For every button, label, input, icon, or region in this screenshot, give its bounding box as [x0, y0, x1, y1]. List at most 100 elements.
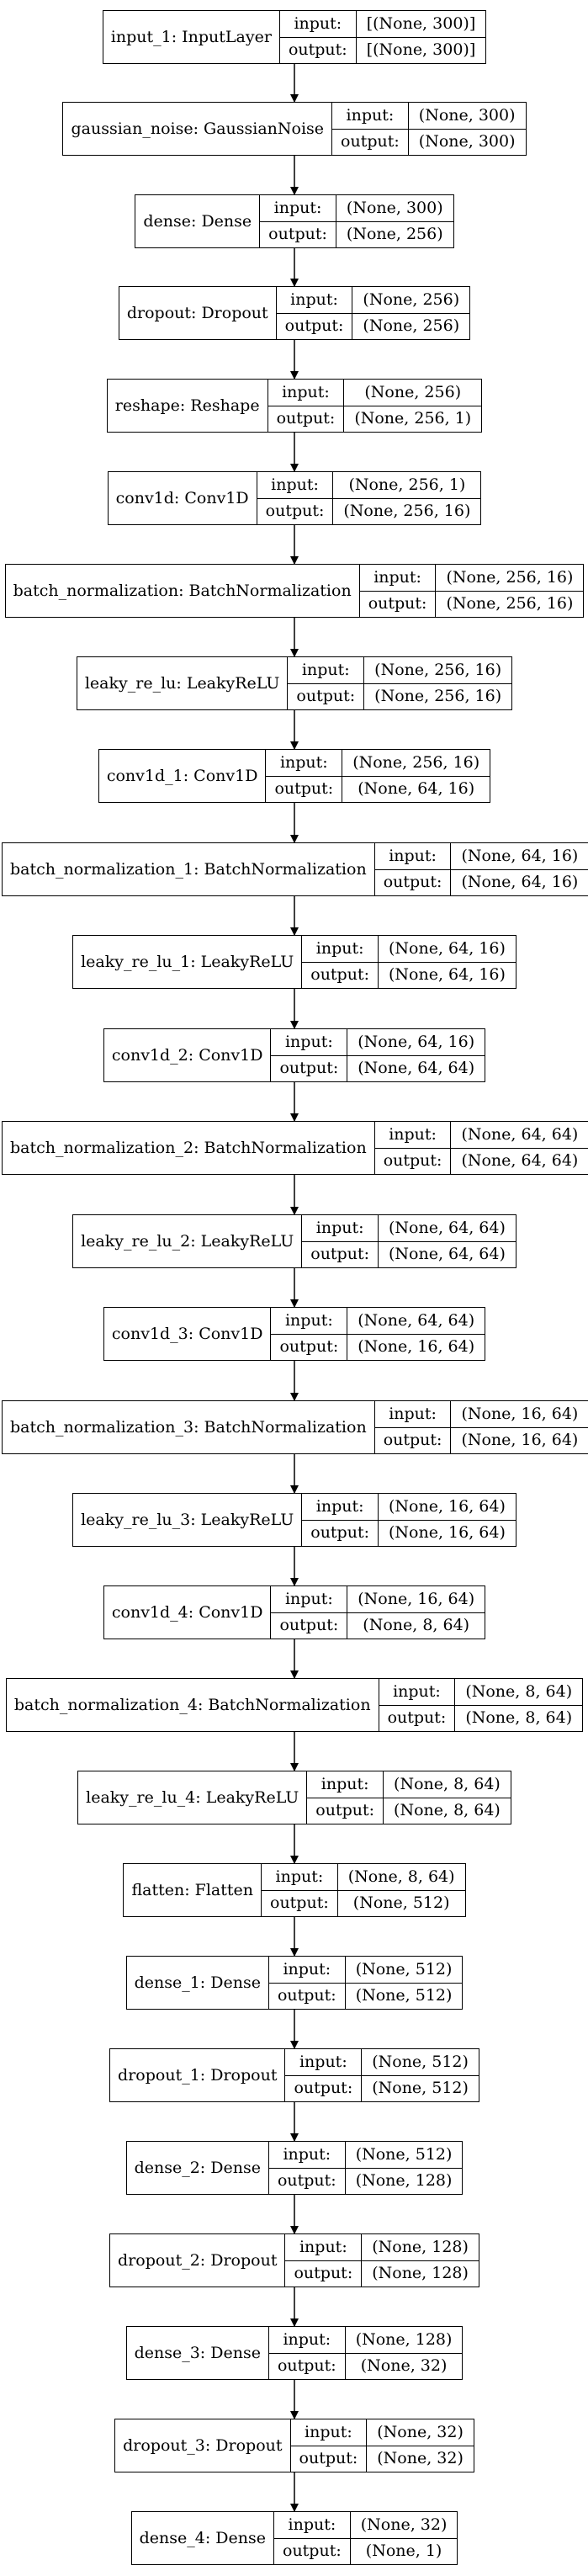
output-label: output:	[269, 1983, 346, 2009]
layer-node: batch_normalization_4: BatchNormalizatio…	[5, 1678, 584, 1732]
output-label: output:	[262, 1890, 338, 1916]
input-shape-row: input:(None, 256, 1)	[257, 472, 481, 498]
output-shape: (None, 8, 64)	[465, 1708, 573, 1728]
output-shape-row: output:(None, 256, 16)	[257, 497, 481, 524]
layer-name: conv1d_2: Conv1D	[104, 1029, 272, 1081]
layer-name: conv1d_4: Conv1D	[104, 1586, 272, 1639]
input-shape-row: input:(None, 64, 64)	[302, 1215, 516, 1241]
layer-shape-table: input:(None, 64, 64)output:(None, 64, 64…	[302, 1215, 516, 1267]
layer-shape-table: input:(None, 8, 64)output:(None, 512)	[262, 1864, 465, 1916]
input-shape: (None, 8, 64)	[394, 1774, 501, 1793]
input-label: input:	[262, 1864, 338, 1890]
input-label: input:	[375, 1122, 452, 1148]
input-label: input:	[274, 2512, 351, 2538]
output-shape-row: output:(None, 256, 16)	[288, 683, 512, 709]
input-label: input:	[271, 1586, 348, 1612]
input-label: input:	[285, 2234, 363, 2260]
output-label: output:	[375, 1148, 452, 1174]
layer-name: conv1d: Conv1D	[109, 472, 257, 524]
layer-name: leaky_re_lu_4: LeakyReLU	[78, 1771, 308, 1824]
output-shape: (None, 128)	[372, 2264, 469, 2283]
layer-node: batch_normalization_3: BatchNormalizatio…	[2, 1400, 588, 1454]
input-shape: (None, 64, 16)	[389, 938, 506, 958]
output-label: output:	[271, 1334, 348, 1360]
input-shape: (None, 512)	[355, 1959, 453, 1978]
input-label: input:	[269, 2327, 346, 2353]
layer-name: dropout_3: Dropout	[115, 2419, 291, 2472]
input-shape-row: input:(None, 64, 16)	[271, 1029, 485, 1055]
input-shape-row: input: (None, 16, 64)	[271, 1586, 485, 1612]
output-shape-row: output:(None, 32)	[268, 2352, 463, 2379]
input-label: input:	[266, 750, 343, 776]
input-shape: (None, 300)	[346, 198, 443, 217]
output-label: output:	[285, 2075, 363, 2101]
layer-shape-table: input:(None, 512)output:(None, 512)	[268, 1957, 463, 2009]
layer-name: batch_normalization_3: BatchNormalizatio…	[3, 1401, 375, 1453]
input-shape-row: input:(None, 16, 64)	[375, 1401, 588, 1427]
output-shape-row: output: [(None, 300)]	[279, 36, 486, 63]
input-shape-row: input:(None, 300)	[260, 195, 453, 221]
output-shape-row: output: (None, 512)	[285, 2074, 479, 2101]
layer-shape-table: input: (None, 16, 64) output:(None, 8, 64)	[271, 1586, 485, 1639]
output-label: output:	[268, 406, 345, 432]
input-shape-row: input:(None, 512)	[285, 2049, 478, 2075]
input-shape: [(None, 300)]	[366, 13, 476, 33]
layer-name: dense_1: Dense	[127, 1957, 269, 2009]
input-label: input:	[302, 1215, 379, 1241]
output-shape: [(None, 300)]	[366, 40, 476, 60]
output-shape-row: output: (None, 32)	[290, 2445, 474, 2472]
output-shape-row: output:(None, 64, 16)	[266, 775, 490, 802]
layer-name: batch_normalization_1: BatchNormalizatio…	[3, 843, 375, 895]
layer-shape-table: input:(None, 64, 16)output:(None, 64, 16…	[302, 936, 516, 988]
output-shape: (None, 512)	[355, 1986, 453, 2005]
layer-name: dropout: Dropout	[119, 287, 277, 339]
layer-shape-table: input:(None, 16, 64)output:(None, 16, 64…	[302, 1494, 516, 1546]
input-shape-row: input: (None, 8, 64)	[379, 1679, 583, 1705]
input-shape-row: input:(None, 256)	[277, 287, 469, 313]
output-shape: (None, 32)	[377, 2449, 464, 2468]
input-label: input:	[307, 1771, 384, 1798]
output-label: output:	[271, 1612, 348, 1639]
input-shape-row: input:(None, 8, 64)	[262, 1864, 465, 1890]
layer-node: batch_normalization_2: BatchNormalizatio…	[2, 1121, 588, 1175]
layer-shape-table: input:(None, 32)output:(None, 32)	[290, 2419, 474, 2472]
output-label: output:	[260, 221, 336, 247]
output-shape: (None, 8, 64)	[394, 1801, 501, 1820]
layer-name: dense_4: Dense	[132, 2512, 274, 2564]
input-shape-row: input:(None, 16, 64)	[302, 1494, 516, 1520]
output-shape-row: output:(None, 8, 64)	[307, 1797, 511, 1824]
output-label: output:	[280, 37, 357, 63]
output-shape-row: output:(None, 64, 64)	[271, 1054, 485, 1081]
layer-shape-table: input:(None, 256)output:(None, 256, 1)	[268, 380, 482, 432]
input-label: input:	[288, 657, 365, 683]
input-label: input:	[379, 1679, 456, 1705]
layer-name: dense: Dense	[135, 195, 261, 247]
input-shape-row: input:(None, 300)	[332, 103, 525, 129]
input-label: input:	[332, 103, 409, 129]
output-shape: (None, 64, 64)	[461, 1151, 579, 1171]
output-shape-row: output:(None, 8, 64)	[271, 1612, 485, 1639]
output-shape: (None, 256)	[363, 316, 460, 336]
input-shape: (None, 32)	[360, 2515, 448, 2534]
layer-shape-table: input:[(None, 300)]output:[(None, 300)]	[279, 11, 486, 63]
input-shape: (None, 8, 64)	[465, 1681, 573, 1701]
output-shape: (None, 512)	[372, 2079, 469, 2098]
output-shape: (None, 32)	[360, 2356, 448, 2376]
layer-name: dense_2: Dense	[127, 2142, 269, 2194]
layer-node: batch_normalization_1: BatchNormalizatio…	[2, 842, 588, 896]
input-shape: (None, 256, 16)	[374, 660, 502, 679]
output-label: output:	[332, 129, 409, 155]
output-shape-row: output:(None, 128)	[268, 2167, 463, 2194]
layer-name: input_1: InputLayer	[103, 11, 280, 63]
input-shape: (None, 16, 64)	[358, 1589, 475, 1608]
output-label: output:	[291, 2446, 368, 2472]
input-shape-row: input:(None, 64, 16)	[375, 843, 588, 869]
